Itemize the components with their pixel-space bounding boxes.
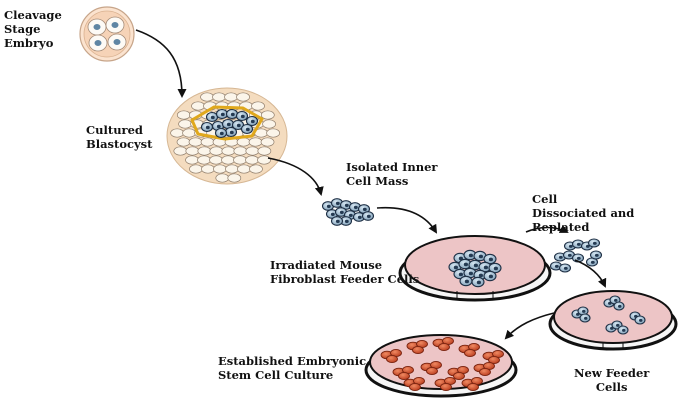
label-new-feeder-cells: New Feeder Cells bbox=[574, 366, 650, 394]
isolated-inner-cell-mass bbox=[321, 198, 375, 226]
arrow-blastocyst-to-icm bbox=[267, 157, 324, 196]
arrow-new-dish-to-culture bbox=[504, 312, 555, 340]
arrow-dish-to-dissociated bbox=[525, 224, 569, 233]
arrow-embryo-to-blastocyst bbox=[135, 29, 187, 98]
cultured-blastocyst bbox=[166, 87, 288, 185]
label-cultured-blastocyst: Cultured Blastocyst bbox=[86, 123, 153, 151]
irradiated-feeder-dish bbox=[398, 235, 552, 302]
cleavage-stage-embryo bbox=[79, 6, 135, 62]
dissociated-cells bbox=[549, 238, 603, 273]
label-cell-dissociated-and-replated: Cell Dissociated and Replated bbox=[532, 192, 635, 234]
label-irradiated-feeder-cells: Irradiated Mouse Fibroblast Feeder Cells bbox=[270, 258, 420, 286]
process-arrows bbox=[135, 29, 607, 340]
new-feeder-dish bbox=[548, 290, 678, 351]
arrow-dissociated-to-new-dish bbox=[574, 259, 607, 288]
label-established-stem-cell-culture: Established Embryonic Stem Cell Culture bbox=[218, 354, 367, 382]
arrow-icm-to-dish bbox=[376, 206, 438, 234]
established-culture-dish bbox=[364, 334, 518, 398]
label-isolated-inner-cell-mass: Isolated Inner Cell Mass bbox=[346, 160, 438, 188]
label-cleavage-stage-embryo: Cleavage Stage Embryo bbox=[4, 8, 62, 50]
